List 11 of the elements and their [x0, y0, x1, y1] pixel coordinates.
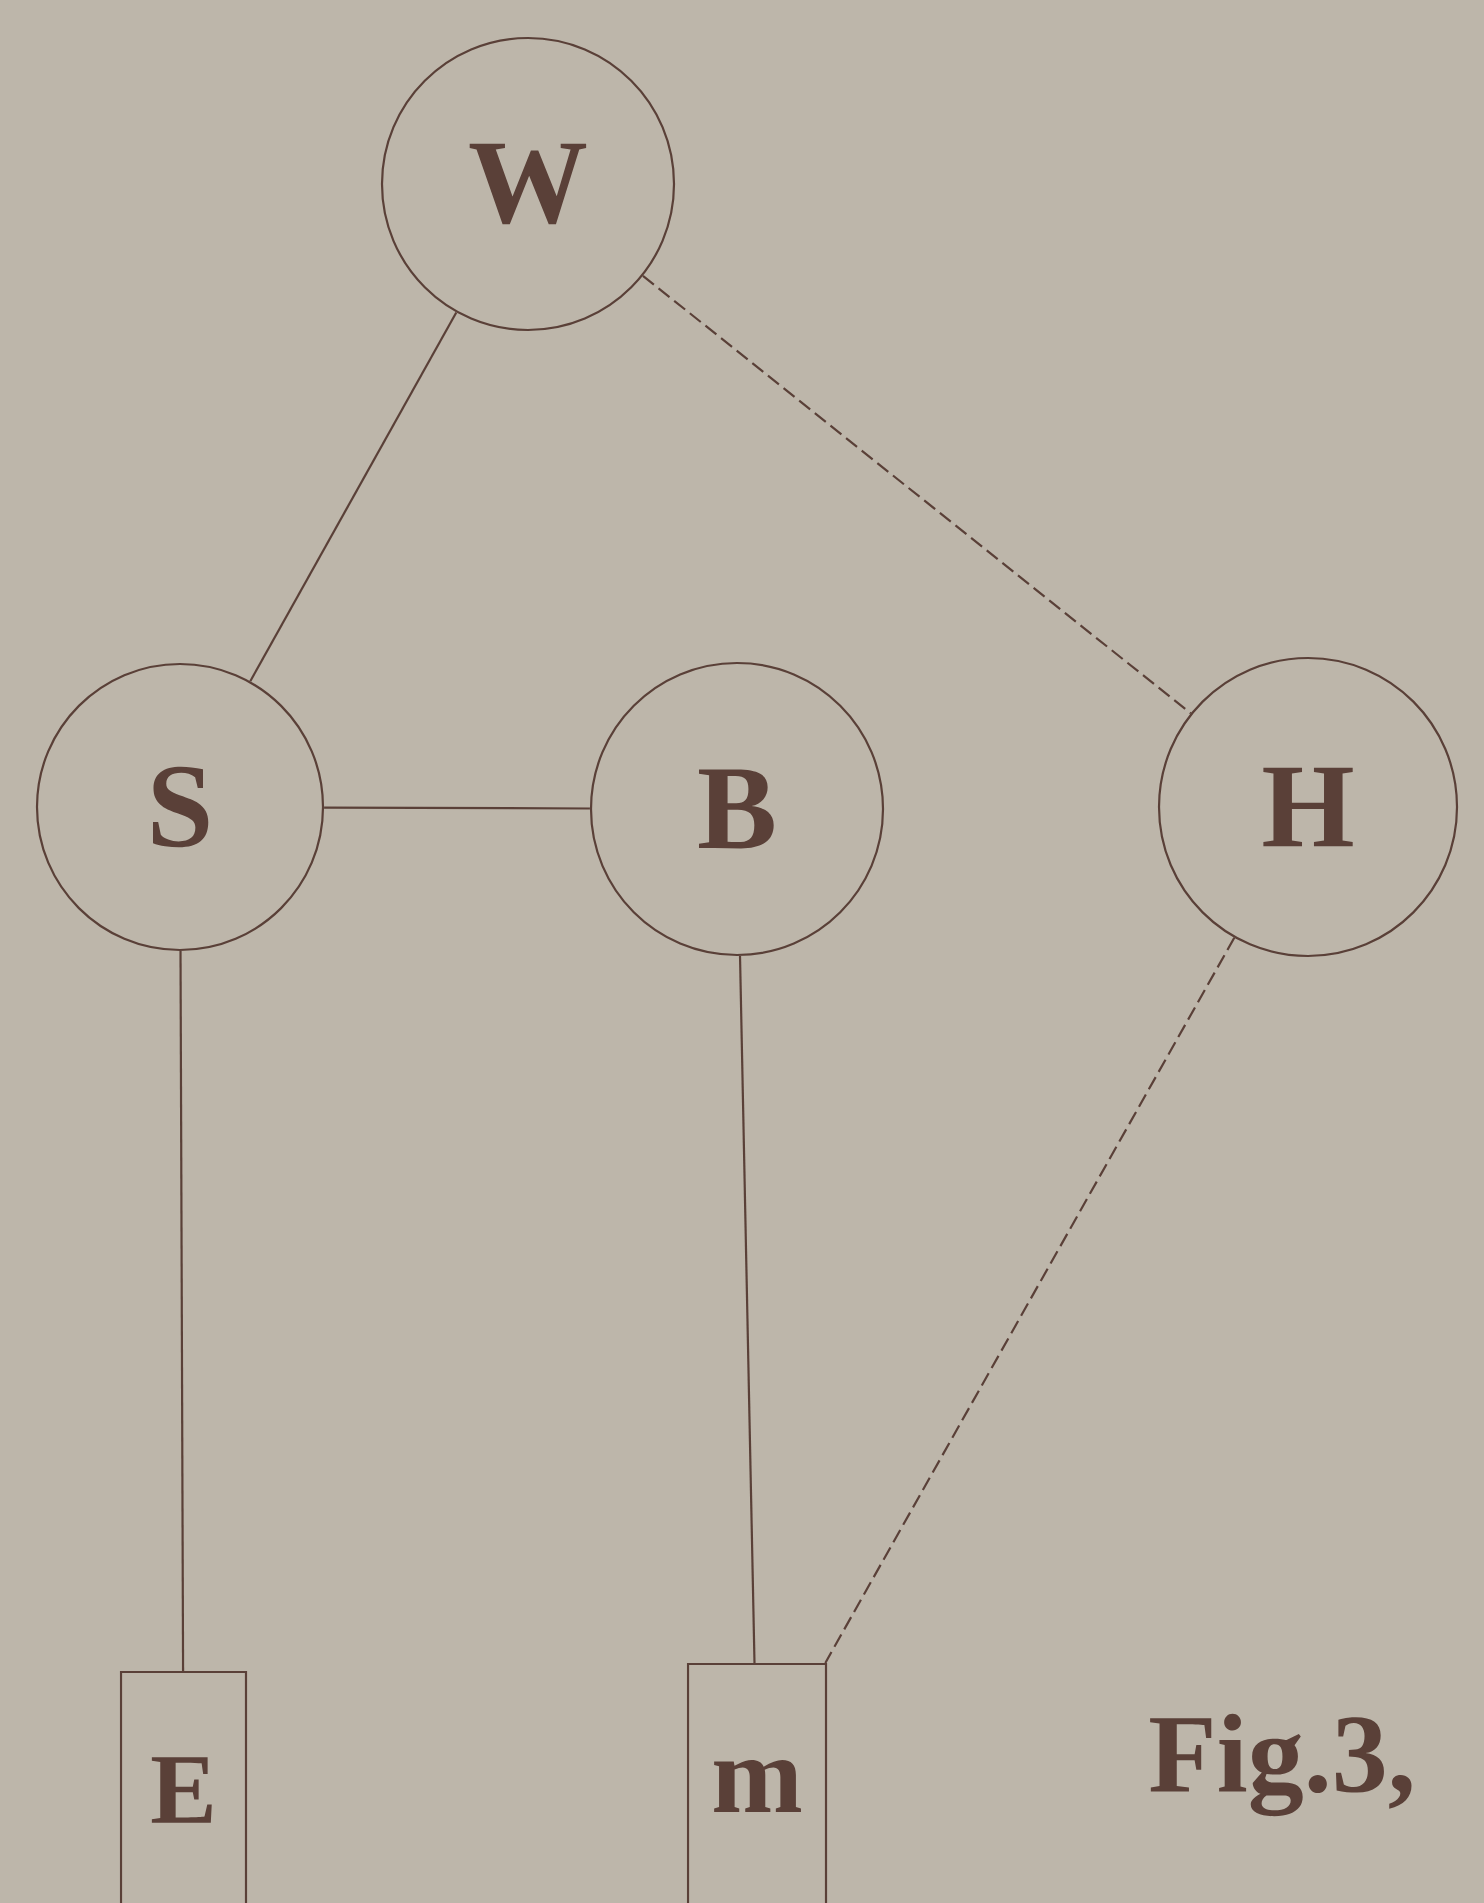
connector-line: [642, 274, 1192, 715]
connector-line: [249, 311, 458, 682]
circle-node: B: [589, 661, 885, 957]
figure-label: Fig.3,: [1150, 1713, 1412, 1817]
circle-node: S: [35, 662, 325, 952]
connector-line: [738, 956, 756, 1663]
connector-line: [179, 951, 185, 1671]
circle-node: H: [1157, 656, 1459, 958]
connector-line: [824, 937, 1236, 1664]
connector-line: [324, 806, 590, 810]
circle-node: W: [380, 36, 676, 332]
